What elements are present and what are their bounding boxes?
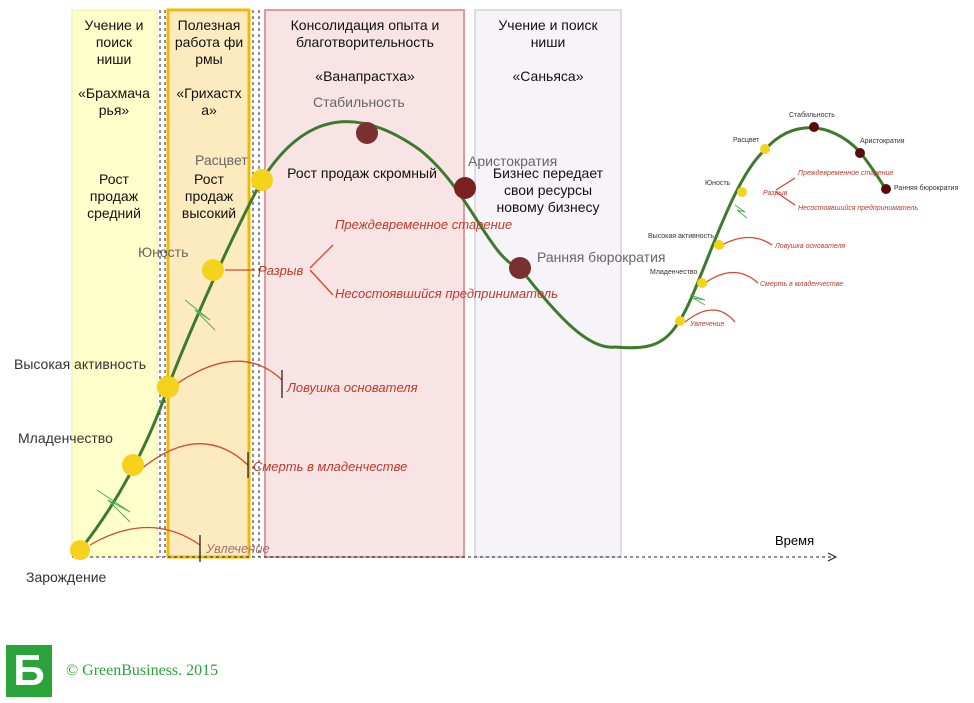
- svg-text:Несостоявшийся предприниматель: Несостоявшийся предприниматель: [335, 286, 558, 301]
- stage-box-3: [264, 9, 465, 558]
- phase-markers: [70, 122, 891, 560]
- copyright: © GreenBusiness. 2015: [66, 662, 219, 679]
- stage-2: Полезная работа фирмы «Грихастха» Рост п…: [172, 17, 246, 222]
- svg-text:Разрыв: Разрыв: [258, 263, 303, 278]
- stage-name: «Саньяса»: [512, 68, 584, 84]
- svg-text:Ловушка основателя: Ловушка основателя: [774, 243, 846, 250]
- svg-text:Разрыв: Разрыв: [763, 190, 788, 197]
- svg-text:Стабильность: Стабильность: [789, 111, 835, 119]
- stage-sales: Рост продаж высокий: [181, 171, 237, 221]
- stage-name: «Ванапрастха»: [315, 68, 415, 84]
- svg-text:Аристократия: Аристократия: [860, 138, 905, 145]
- svg-text:Преждевременное старение: Преждевременное старение: [335, 217, 512, 232]
- stage-3: Консолидация опыта и благотворительность…: [270, 17, 460, 182]
- svg-text:Ранняя бюрократия: Ранняя бюрократия: [537, 249, 665, 265]
- svg-text:Ловушка основателя: Ловушка основателя: [286, 380, 418, 395]
- axis-label: Время: [775, 533, 814, 548]
- svg-text:Увлечение: Увлечение: [205, 541, 270, 556]
- svg-text:Несостоявшийся предприниматель: Несостоявшийся предприниматель: [798, 204, 918, 212]
- svg-text:Расцвет: Расцвет: [195, 152, 248, 168]
- svg-text:Смерть в младенчестве: Смерть в младенчестве: [760, 280, 843, 288]
- trap-arcs: [89, 177, 796, 562]
- stage-sales: Бизнес передает свои ресурсы новому бизн…: [492, 165, 604, 215]
- svg-text:Высокая активность: Высокая активность: [648, 233, 714, 240]
- stage-box-2: [166, 8, 251, 559]
- stage-4: Учение и поиск ниши «Саньяса» Бизнес пер…: [480, 17, 616, 216]
- axis-arrow-icon: [827, 552, 838, 562]
- svg-text:Младенчество: Младенчество: [18, 430, 113, 446]
- svg-text:Зарождение: Зарождение: [26, 569, 107, 585]
- svg-text:Высокая активность: Высокая активность: [14, 356, 146, 372]
- svg-text:Преждевременное старение: Преждевременное старение: [798, 169, 894, 177]
- gap-zigzags: [96, 204, 748, 523]
- stage-title: Консолидация опыта и благотворительность: [290, 17, 440, 50]
- svg-text:Аристократия: Аристократия: [468, 153, 557, 169]
- greenbusiness-logo: Б: [6, 645, 52, 697]
- stage-dividers: [159, 10, 260, 557]
- stage-name: «Брахмачарья»: [78, 85, 150, 118]
- stage-1: Учение и поиск ниши «Брахмачарья» Рост п…: [78, 17, 150, 222]
- stage-title: Учение и поиск ниши: [498, 17, 598, 50]
- svg-text:Расцвет: Расцвет: [733, 137, 760, 144]
- svg-text:Юность: Юность: [138, 244, 188, 260]
- svg-text:Смерть в младенчестве: Смерть в младенчестве: [253, 459, 407, 474]
- mini-labels: Увлечение Смерть в младенчестве Ловушка …: [648, 111, 958, 328]
- svg-text:Ранняя бюрократия: Ранняя бюрократия: [894, 184, 958, 192]
- trap-labels: Увлечение Смерть в младенчестве Ловушка …: [205, 217, 558, 556]
- stage-title: Учение и поиск ниши: [84, 17, 144, 67]
- stage-box-4: [474, 9, 622, 558]
- stage-sales: Рост продаж скромный: [287, 165, 437, 181]
- svg-text:Стабильность: Стабильность: [313, 94, 405, 110]
- stage-title: Полезная работа фирмы: [174, 17, 244, 67]
- phase-labels: Зарождение Младенчество Высокая активнос…: [14, 94, 665, 585]
- svg-text:Младенчество: Младенчество: [650, 269, 698, 276]
- stage-name: «Грихастха»: [176, 85, 242, 118]
- svg-text:Юность: Юность: [705, 180, 731, 187]
- svg-text:Увлечение: Увлечение: [689, 321, 724, 328]
- stage-sales: Рост продаж средний: [87, 171, 141, 221]
